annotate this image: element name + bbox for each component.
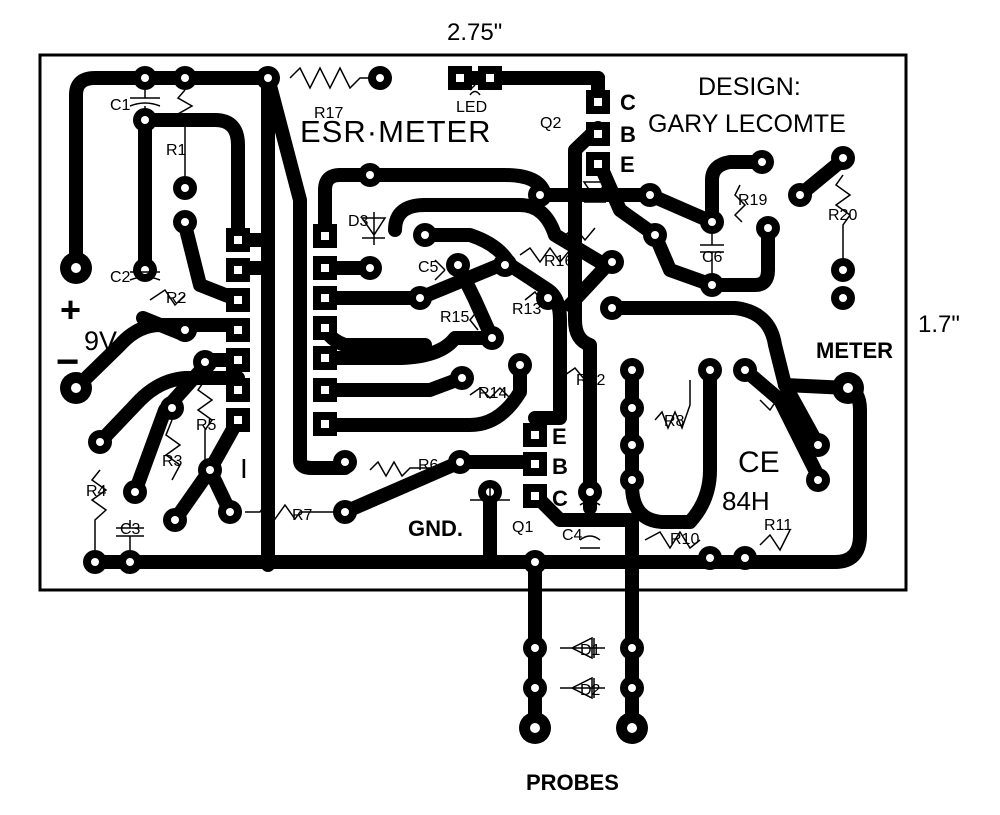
r14-zigzag bbox=[469, 386, 511, 400]
r16-zigzag bbox=[519, 246, 581, 264]
label-r11: R11 bbox=[764, 517, 792, 534]
r11-zigzag bbox=[759, 529, 791, 552]
r6-zigzag bbox=[369, 460, 450, 478]
d1-symbol bbox=[560, 636, 605, 660]
copper-traces bbox=[69, 71, 867, 737]
label-r3: R3 bbox=[162, 453, 183, 470]
r19-zigzag bbox=[733, 184, 747, 223]
label-c4: C4 bbox=[562, 527, 583, 544]
c2-symbol bbox=[129, 260, 161, 281]
label-r6: R6 bbox=[418, 457, 439, 474]
label-r8: R8 bbox=[664, 413, 685, 430]
c3-symbol bbox=[116, 520, 144, 550]
minus-sign: − bbox=[56, 340, 79, 384]
label-r15: R15 bbox=[440, 309, 469, 326]
label-r4: R4 bbox=[86, 483, 107, 500]
label-r17: R17 bbox=[314, 105, 343, 122]
orientation-mark: I bbox=[240, 453, 248, 484]
c6-symbol bbox=[700, 232, 724, 275]
label-d1: D1 bbox=[580, 642, 601, 659]
label-q2: Q2 bbox=[540, 115, 561, 132]
r8-zigzag bbox=[654, 380, 691, 431]
label-c2: C2 bbox=[110, 269, 131, 286]
r5-zigzag bbox=[196, 379, 214, 460]
component-designators: C1 C2 C3 C4 C5 C6 R1 R2 R3 R4 R5 R6 R7 R… bbox=[86, 97, 857, 699]
label-r2: R2 bbox=[166, 290, 187, 307]
gnd-label: GND. bbox=[408, 516, 463, 541]
r20-zigzag bbox=[834, 174, 852, 258]
label-c3: C3 bbox=[120, 521, 141, 538]
q1-pin-c: C bbox=[552, 486, 568, 511]
q2-pin-b: B bbox=[620, 122, 636, 147]
r9-zigzag bbox=[759, 393, 791, 412]
label-r7: R7 bbox=[292, 507, 313, 524]
ce-mark: CE bbox=[738, 446, 780, 479]
label-led: LED bbox=[456, 99, 487, 116]
r1-zigzag bbox=[176, 89, 194, 176]
d3-symbol bbox=[360, 212, 387, 245]
voltage-label: 9V bbox=[84, 326, 117, 356]
r3-zigzag bbox=[164, 419, 182, 481]
gnd-symbol bbox=[470, 480, 510, 505]
r17-zigzag bbox=[289, 66, 370, 90]
label-r12: R12 bbox=[576, 372, 605, 389]
label-r13: R13 bbox=[512, 301, 541, 318]
r7-zigzag bbox=[245, 503, 335, 521]
date-code: 84H bbox=[722, 486, 770, 516]
label-r19: R19 bbox=[738, 192, 767, 209]
label-d2: D2 bbox=[580, 682, 601, 699]
label-d3: D3 bbox=[348, 213, 369, 230]
q1-pin-b: B bbox=[552, 454, 568, 479]
label-r20: R20 bbox=[828, 207, 857, 224]
c4-upper-symbol bbox=[579, 500, 601, 506]
c5-symbol bbox=[434, 259, 446, 281]
label-r1: R1 bbox=[166, 142, 187, 159]
q2-pin-c: C bbox=[620, 90, 636, 115]
r10-upper-zigzag bbox=[564, 226, 596, 242]
label-r9: R9 bbox=[784, 403, 805, 420]
q2-diode-symbol bbox=[582, 181, 608, 203]
label-c5: C5 bbox=[418, 259, 439, 276]
label-c1: C1 bbox=[110, 97, 131, 114]
label-c6: C6 bbox=[702, 249, 723, 266]
d2-symbol bbox=[560, 676, 605, 700]
c1-symbol bbox=[129, 90, 161, 112]
label-q1: Q1 bbox=[512, 519, 533, 536]
label-r16: R16 bbox=[544, 253, 573, 270]
silkscreen bbox=[90, 66, 852, 700]
designer-name: GARY LECOMTE bbox=[648, 110, 846, 138]
label-r10: R10 bbox=[670, 531, 699, 548]
width-dimension: 2.75" bbox=[447, 19, 502, 46]
led-symbol bbox=[469, 84, 481, 96]
meter-label: METER bbox=[816, 338, 893, 363]
board-title: ESR·METER bbox=[300, 114, 492, 149]
c4-symbol bbox=[579, 535, 601, 549]
r12-zigzag bbox=[564, 366, 596, 382]
design-label: DESIGN: bbox=[698, 73, 801, 101]
round-pads bbox=[60, 66, 864, 744]
q1-pin-e: E bbox=[552, 424, 567, 449]
r4-zigzag bbox=[90, 469, 108, 550]
r2-zigzag bbox=[149, 288, 186, 307]
label-r14: R14 bbox=[478, 385, 507, 402]
square-pads bbox=[226, 66, 610, 508]
q2-pin-e: E bbox=[620, 152, 635, 177]
r13-zigzag bbox=[524, 290, 546, 307]
label-r5: R5 bbox=[196, 417, 217, 434]
plus-sign: + bbox=[60, 289, 81, 330]
board-outline bbox=[38, 53, 908, 592]
r15-zigzag bbox=[469, 299, 479, 331]
height-dimension: 1.7" bbox=[918, 311, 960, 338]
probes-label: PROBES bbox=[526, 770, 619, 795]
r10-zigzag bbox=[644, 530, 701, 550]
